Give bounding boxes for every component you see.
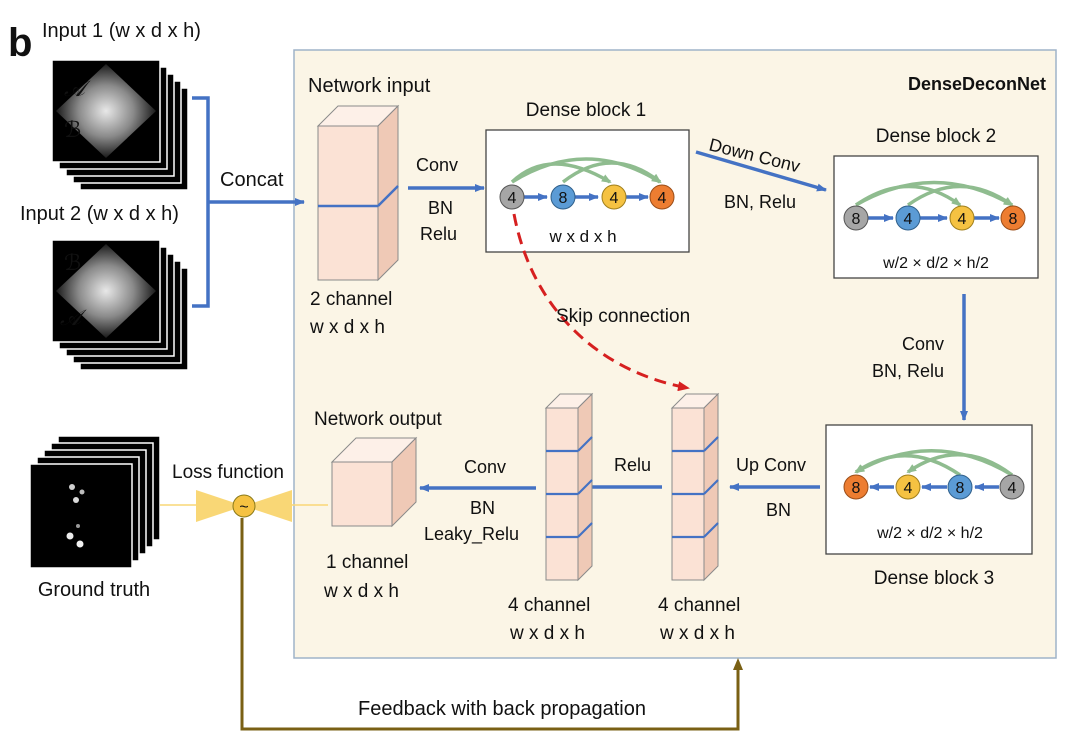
- stack-right-channels: 4 channel: [658, 595, 740, 616]
- db3-node-2-label: 4: [904, 480, 913, 497]
- network-input-title: Network input: [308, 75, 431, 97]
- concat-label: Concat: [220, 169, 284, 191]
- concat-bracket: [192, 96, 304, 308]
- stack-left-dims: w x d x h: [509, 623, 585, 644]
- loss-function-label: Loss function: [172, 462, 284, 483]
- db3-node-1: [843, 474, 869, 500]
- db2-node-3: [949, 205, 975, 231]
- dense-block-3-dims: w/2 × d/2 × h/2: [876, 525, 983, 542]
- network-output-title: Network output: [314, 409, 443, 430]
- arrow-db1-to-db2: [695, 150, 827, 192]
- op-up-conv: Up Conv: [736, 455, 806, 475]
- db2-node-4-label: 8: [1009, 211, 1018, 228]
- network-output-cube: [330, 436, 418, 528]
- dense-block-3-arcs: [854, 449, 1014, 477]
- loss-bowtie-left: [196, 490, 244, 522]
- db1-node-1-label: 4: [508, 190, 517, 207]
- loss-symbol: ~: [239, 499, 248, 516]
- db2-node-1-label: 8: [852, 211, 861, 228]
- feedback-arrow: [240, 518, 743, 731]
- op-conv6: Conv: [464, 457, 506, 477]
- input1-stack: 𝒜 ℬ: [51, 59, 189, 191]
- stack-right-dims: w x d x h: [659, 623, 735, 644]
- op-bn6: BN: [470, 498, 495, 518]
- db1-node-4: [649, 184, 675, 210]
- dense-block-3-title: Dense block 3: [874, 568, 994, 589]
- db2-node-3-label: 4: [958, 211, 967, 228]
- dense-block-3-nodes: 8 4 8 4: [843, 474, 1025, 500]
- loss-bowtie-right: [244, 490, 292, 522]
- db2-node-2: [895, 205, 921, 231]
- feedback-label: Feedback with back propagation: [358, 698, 646, 720]
- op-bn4: BN: [766, 500, 791, 520]
- network-output-dims: w x d x h: [323, 581, 399, 602]
- op-bn-relu2: BN, Relu: [724, 192, 796, 212]
- db1-node-2-label: 8: [559, 190, 568, 207]
- dense-block-1-title: Dense block 1: [526, 100, 646, 121]
- input1-label: Input 1 (w x d x h): [42, 20, 201, 42]
- op-relu5: Relu: [614, 455, 651, 475]
- panel-letter: b: [8, 21, 32, 65]
- skip-connection-label: Skip connection: [556, 306, 690, 327]
- db1-node-4-label: 4: [658, 190, 667, 207]
- dense-block-1-dims: w x d x h: [548, 227, 616, 246]
- input2-top-letter: ℬ: [64, 250, 81, 275]
- db1-node-2: [550, 184, 576, 210]
- stack-left-channels: 4 channel: [508, 595, 590, 616]
- ground-truth-label: Ground truth: [38, 579, 150, 601]
- op-leaky6: Leaky_Relu: [424, 524, 519, 545]
- network-input-dims: w x d x h: [309, 317, 385, 338]
- dense-block-1-arcs: [510, 157, 662, 184]
- input2-label: Input 2 (w x d x h): [20, 203, 179, 225]
- db3-node-4: [999, 474, 1025, 500]
- db1-node-3-label: 4: [610, 190, 619, 207]
- stack-right: [670, 392, 720, 582]
- network-output-channels: 1 channel: [326, 552, 408, 573]
- skip-connection-arrow: [512, 213, 690, 392]
- db1-node-3: [601, 184, 627, 210]
- dense-block-2-arcs: [855, 180, 1014, 207]
- dense-block-2-title: Dense block 2: [876, 126, 996, 147]
- op-bn-relu3: BN, Relu: [872, 361, 944, 381]
- db2-node-4: [1000, 205, 1026, 231]
- db3-node-1-label: 8: [852, 480, 861, 497]
- stack-left: [544, 392, 594, 582]
- db3-node-2: [895, 474, 921, 500]
- op-bn1: BN: [428, 198, 453, 218]
- network-name: DenseDeconNet: [908, 74, 1046, 94]
- dense-block-1-nodes: 4 8 4 4: [499, 184, 675, 210]
- db3-node-3: [947, 474, 973, 500]
- op-conv1: Conv: [416, 155, 458, 175]
- ground-truth-stack: [29, 435, 161, 569]
- loss-node: [232, 494, 256, 518]
- db2-node-2-label: 4: [904, 211, 913, 228]
- op-conv3: Conv: [902, 334, 944, 354]
- network-input-channels: 2 channel: [310, 289, 392, 310]
- dense-block-2-nodes: 8 4 4 8: [843, 205, 1026, 231]
- db1-node-1: [499, 184, 525, 210]
- network-input-cube: [316, 104, 400, 282]
- input2-stack: ℬ 𝒜: [51, 239, 189, 371]
- dense-block-2-dims: w/2 × d/2 × h/2: [882, 255, 989, 272]
- db3-node-3-label: 8: [956, 480, 965, 497]
- op-relu1: Relu: [420, 224, 457, 244]
- input1-bottom-letter: ℬ: [64, 117, 81, 142]
- db2-node-1: [843, 205, 869, 231]
- db3-node-4-label: 4: [1008, 480, 1017, 497]
